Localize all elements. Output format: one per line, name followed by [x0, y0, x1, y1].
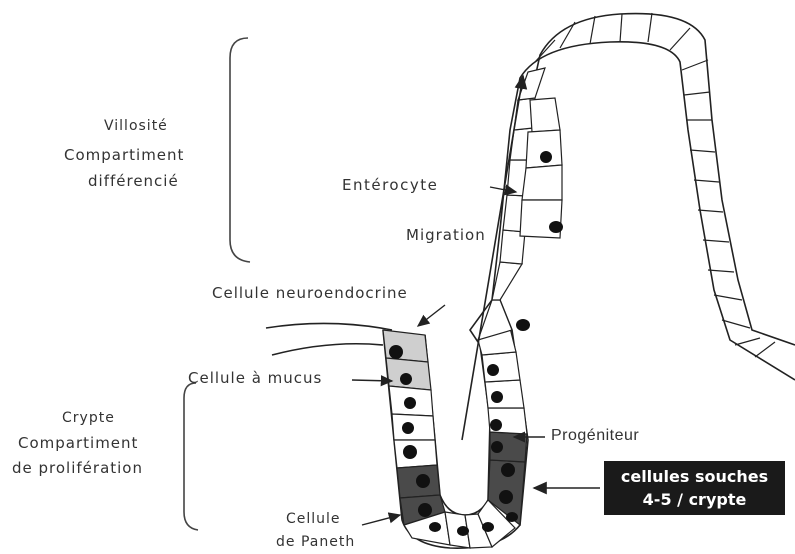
- crypt-compartment-line1: Compartiment: [18, 434, 138, 452]
- paneth-label-line2: de Paneth: [276, 534, 355, 550]
- villus-tip-cells: [535, 13, 775, 357]
- mucus-label: Cellule à mucus: [188, 369, 322, 387]
- progeniteur-label: Progéniteur: [551, 427, 639, 445]
- stem-cell-badge-line1: cellules souches: [604, 465, 785, 488]
- surface-line-upper: [266, 323, 392, 330]
- villus-compartment-line1: Compartiment: [64, 146, 184, 164]
- villus-bracket: [230, 38, 250, 262]
- surface-line-lower: [272, 344, 383, 355]
- villus-compartment-line2: différencié: [88, 172, 179, 190]
- paneth-pointer: [362, 515, 400, 525]
- mucus-pointer: [352, 380, 392, 381]
- crypt-compartment-line2: de prolifération: [12, 459, 143, 477]
- neuroendocrine-label: Cellule neuroendocrine: [212, 284, 408, 302]
- enterocyte-label: Entérocyte: [342, 176, 438, 194]
- stem-cell-badge: cellules souches 4-5 / crypte: [604, 461, 785, 515]
- villus-label: Villosité: [104, 118, 168, 134]
- stem-cell-badge-line2: 4-5 / crypte: [604, 488, 785, 511]
- neuroendocrine-pointer: [418, 305, 445, 326]
- paneth-label-line1: Cellule: [286, 511, 341, 527]
- crypt-label: Crypte: [62, 410, 115, 426]
- migration-label: Migration: [406, 226, 486, 244]
- crypt-bracket: [184, 383, 198, 530]
